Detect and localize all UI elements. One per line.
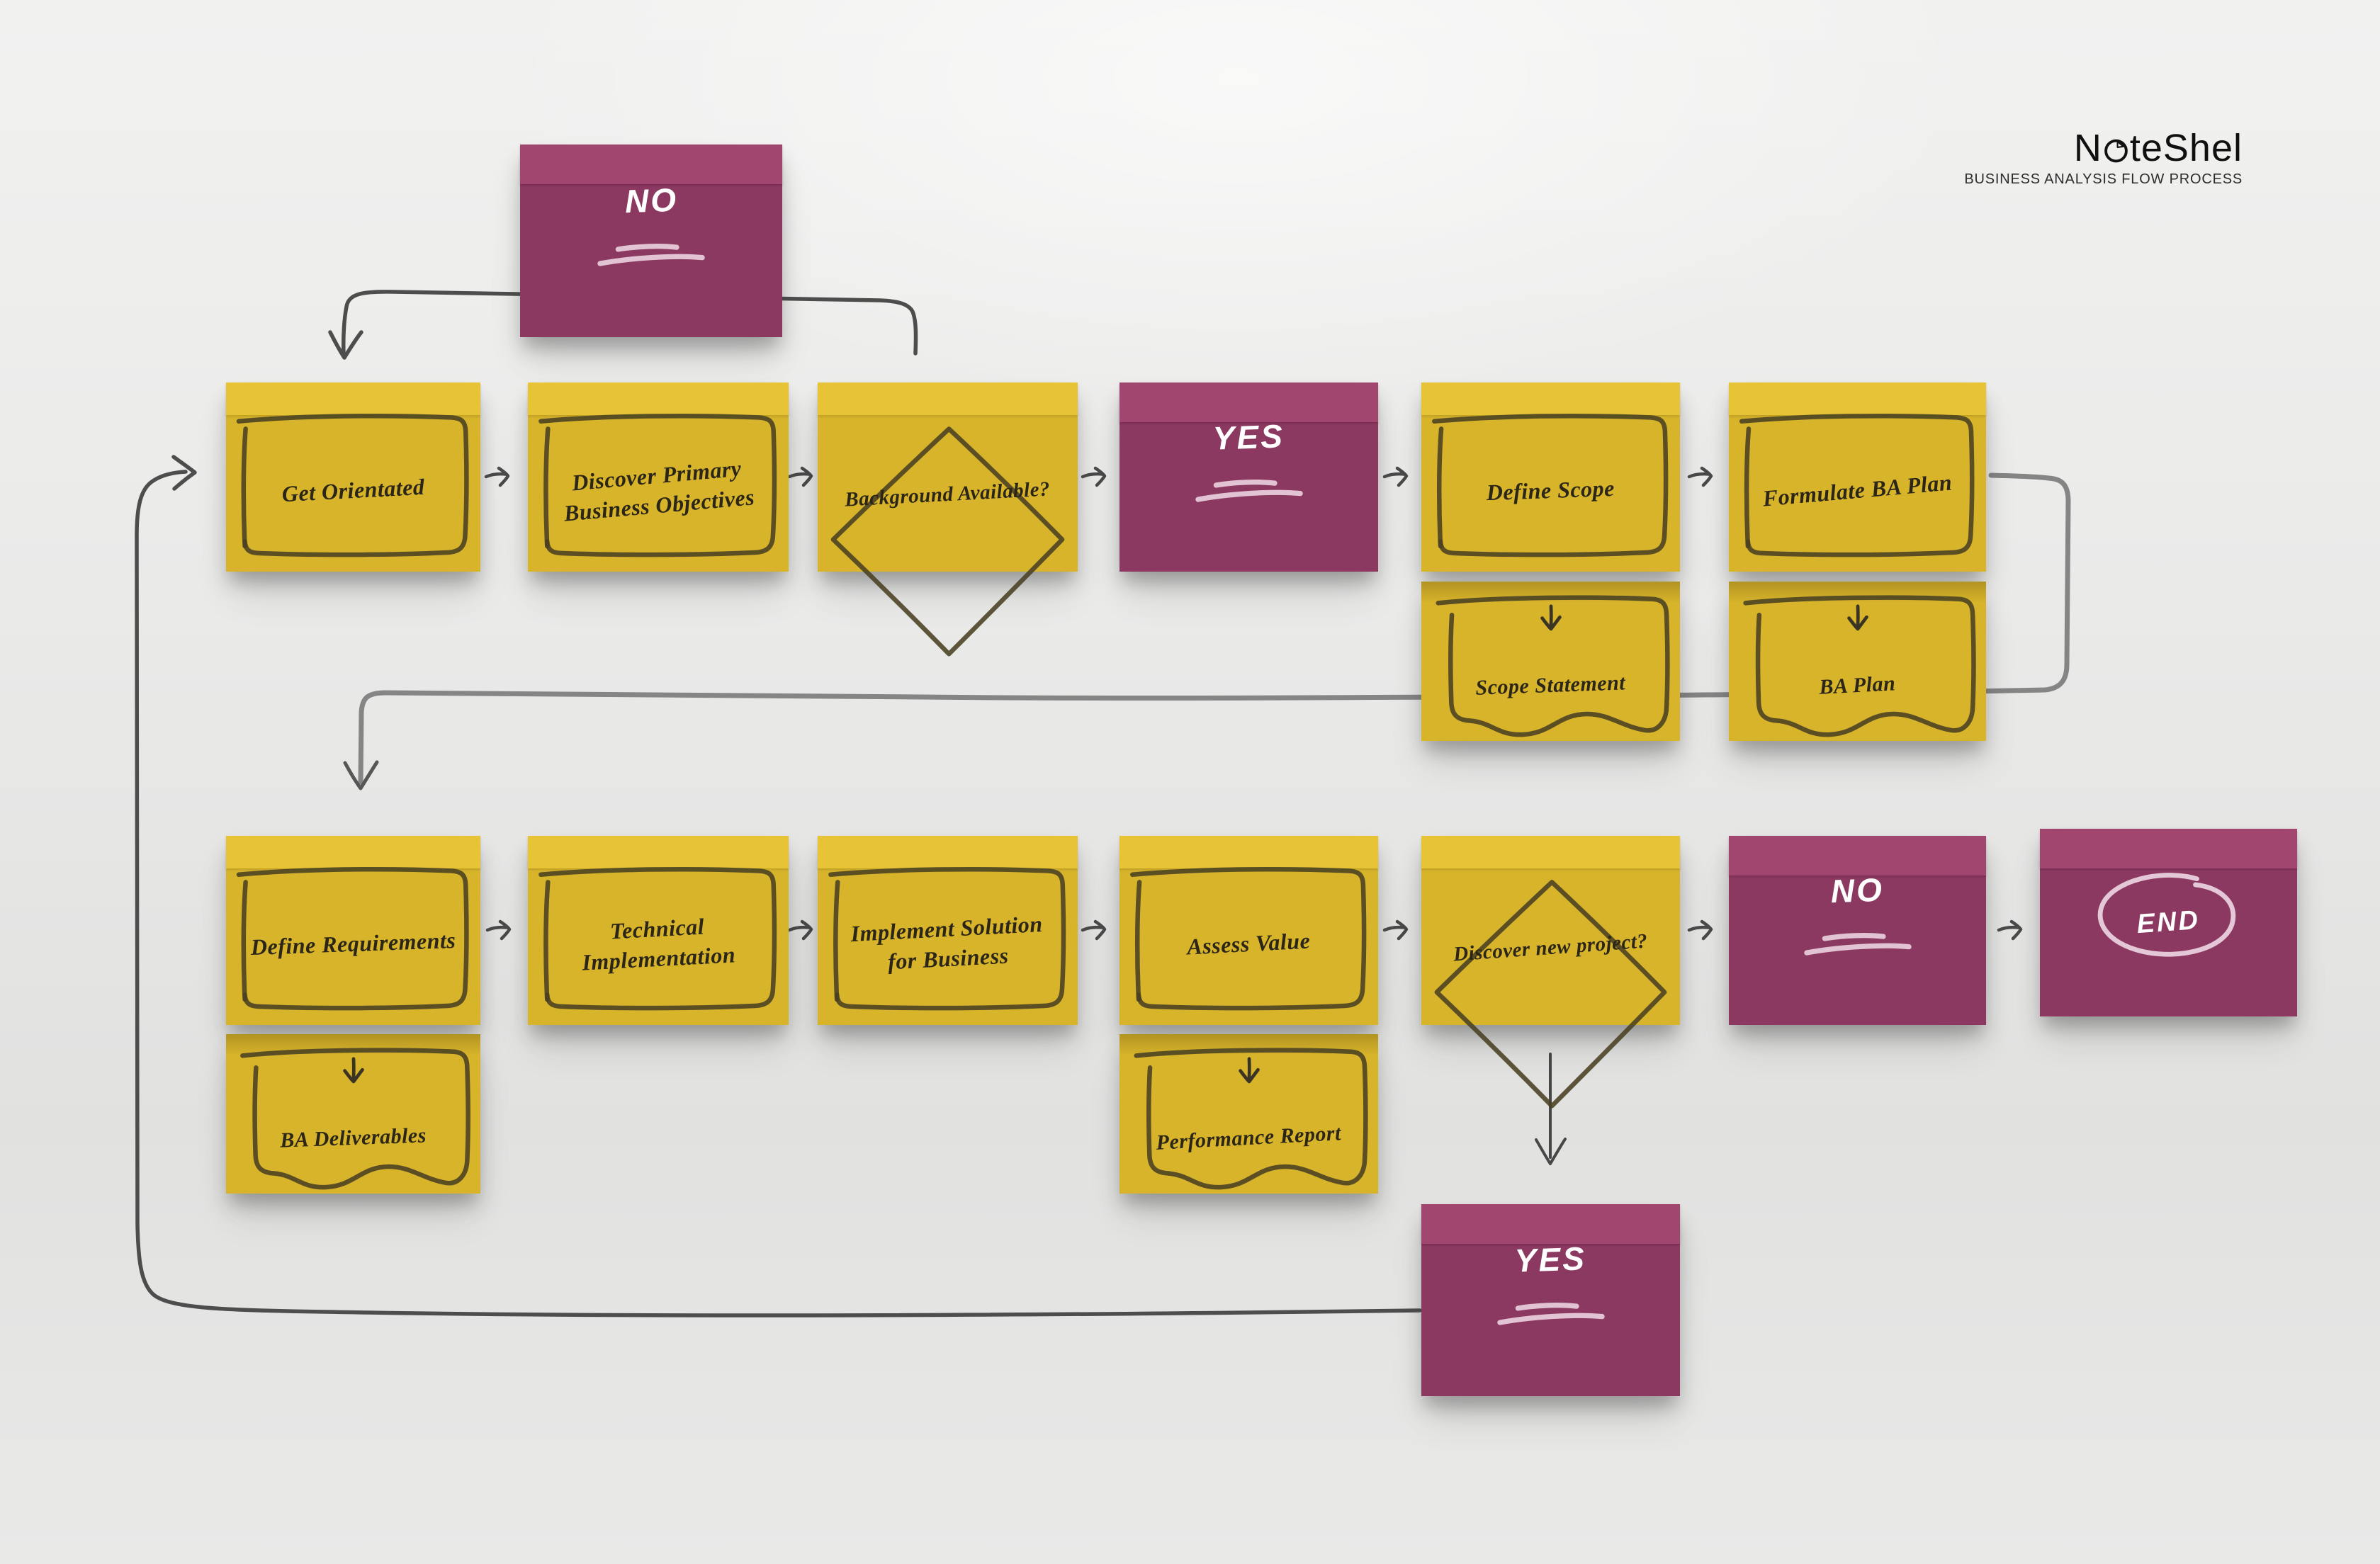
double-underline-icon (597, 243, 705, 266)
connector-no-loopback (342, 290, 918, 356)
note-label: Implement Solution for Business (850, 910, 1044, 974)
note-yes-new-project[interactable]: YES (1421, 1204, 1680, 1396)
note-end[interactable]: END (2040, 829, 2297, 1016)
note-strip (818, 382, 1078, 415)
flow-arrow-icon (1083, 922, 1105, 939)
arrowhead-yes-loopback (171, 455, 197, 491)
note-no-background[interactable]: NO (520, 144, 782, 337)
note-implement-solution[interactable]: Implement Solution for Business (818, 836, 1078, 1025)
note-ba-deliverables[interactable]: BA Deliverables (226, 1034, 480, 1194)
note-yes-background[interactable]: YES (1119, 382, 1378, 572)
flow-arrow-icon (1083, 468, 1105, 485)
note-label: BA Deliverables (279, 1123, 427, 1152)
flow-arrow-icon (1384, 922, 1406, 939)
sketch-border (528, 836, 789, 1025)
sketch-border (818, 836, 1078, 1025)
double-underline-icon (1195, 480, 1303, 502)
sketch-border (1729, 382, 1986, 572)
note-strip (2040, 829, 2297, 868)
note-strip (1421, 836, 1680, 868)
arrowhead-no-loopback (328, 330, 363, 360)
note-label: Formulate BA Plan (1761, 469, 1953, 511)
flow-arrow-icon (1999, 922, 2021, 939)
brand-text-post: teShel (2129, 127, 2243, 169)
flow-arrow-icon (789, 922, 811, 939)
arrowhead-plan-to-requirements (343, 760, 379, 790)
sketch-border (528, 382, 789, 572)
note-scope-statement[interactable]: Scope Statement (1421, 582, 1680, 741)
note-ba-plan[interactable]: BA Plan (1729, 582, 1986, 741)
sketch-border (226, 836, 480, 1025)
note-strip (226, 836, 480, 868)
note-technical-implementation[interactable]: Technical Implementation (528, 836, 789, 1025)
note-define-scope[interactable]: Define Scope (1421, 382, 1680, 572)
diamond-outline (820, 414, 1075, 668)
note-strip (1119, 836, 1378, 868)
note-label: Get Orientated (281, 473, 426, 506)
note-label: Discover Primary Business Objectives (563, 455, 756, 526)
arrowhead-newproject-to-yes (1535, 1138, 1567, 1165)
note-discover-primary[interactable]: Discover Primary Business Objectives (528, 382, 789, 572)
note-label: Define Scope (1486, 475, 1615, 505)
connector-yes-loopback (135, 470, 1422, 1318)
brand-tagline: BUSINESS ANALYSIS FLOW PROCESS (1964, 171, 2243, 187)
down-arrow-icon (1540, 604, 1562, 630)
flow-arrow-icon (789, 468, 811, 485)
note-label: Scope Statement (1475, 671, 1626, 700)
document-outline (1421, 582, 1680, 741)
sketch-border (1119, 836, 1378, 1025)
note-strip (528, 836, 789, 868)
down-arrow-icon (1846, 604, 1868, 630)
note-formulate-ba-plan[interactable]: Formulate BA Plan (1729, 382, 1986, 572)
double-underline-icon (1803, 933, 1912, 956)
down-arrow-icon (1238, 1056, 1260, 1083)
brand-text-pre: N (2073, 127, 2102, 169)
note-strip (520, 144, 782, 184)
down-arrow-icon (342, 1056, 364, 1083)
note-strip (1729, 382, 1986, 415)
note-no-new-project[interactable]: NO (1729, 836, 1986, 1025)
note-assess-value[interactable]: Assess Value (1119, 836, 1378, 1025)
note-strip (818, 836, 1078, 868)
note-strip (226, 382, 480, 415)
note-label: Define Requirements (250, 926, 456, 960)
note-label: BA Plan (1818, 671, 1897, 699)
document-outline (1119, 1034, 1378, 1194)
double-underline-icon (1496, 1303, 1605, 1325)
note-label: Discover new project? (1453, 929, 1649, 966)
connector-plan-to-requirements (358, 472, 2071, 785)
note-strip (528, 382, 789, 415)
note-strip (1421, 1204, 1680, 1244)
note-strip (1421, 382, 1680, 415)
note-label: Assess Value (1186, 927, 1312, 960)
flow-arrow-icon (486, 468, 508, 485)
note-get-orientated[interactable]: Get Orientated (226, 382, 480, 572)
note-strip (1119, 382, 1378, 422)
diamond-outline (1424, 867, 1677, 1120)
sticky-note-o-icon (2104, 139, 2128, 163)
note-label: Background Available? (844, 477, 1051, 511)
note-label: Technical Implementation (581, 913, 737, 975)
sketch-border (226, 382, 480, 572)
sketch-border (1421, 382, 1680, 572)
note-background-available[interactable]: Background Available? (818, 382, 1078, 572)
note-strip (1729, 836, 1986, 876)
flow-arrow-icon (1384, 468, 1406, 485)
document-outline (226, 1034, 480, 1194)
flow-arrow-icon (1689, 468, 1711, 485)
note-label: Performance Report (1156, 1121, 1342, 1155)
flow-arrow-icon (487, 922, 509, 939)
note-performance-report[interactable]: Performance Report (1119, 1034, 1378, 1194)
note-define-requirements[interactable]: Define Requirements (226, 836, 480, 1025)
end-circle-icon (2097, 872, 2235, 957)
document-outline (1729, 582, 1986, 741)
note-discover-new-project[interactable]: Discover new project? (1421, 836, 1680, 1025)
flow-arrow-icon (1689, 922, 1711, 939)
